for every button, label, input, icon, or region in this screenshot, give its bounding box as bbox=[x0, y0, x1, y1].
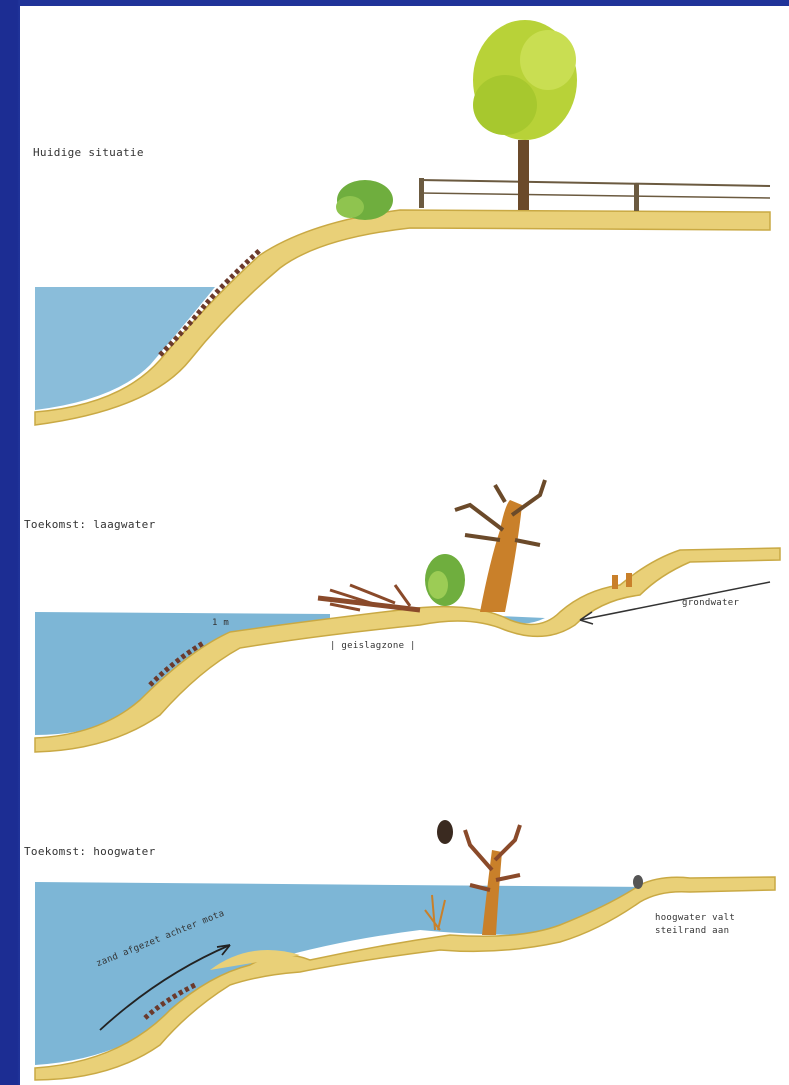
bush-current bbox=[336, 180, 393, 220]
fallen-tree-future-low bbox=[318, 585, 420, 610]
depth-label: 1 m bbox=[212, 618, 229, 628]
panel-title-current: Huidige situatie bbox=[33, 146, 144, 159]
dead-tree-future-low bbox=[455, 480, 545, 612]
bush-future-low bbox=[425, 554, 465, 606]
bank-marker-high bbox=[633, 875, 643, 889]
panel-current bbox=[35, 20, 770, 425]
groundwater-label: grondwater bbox=[682, 598, 739, 608]
fence-current bbox=[419, 178, 770, 211]
zone-label: | geislagzone | bbox=[330, 641, 416, 651]
flood-label-line2: steilrand aan bbox=[655, 926, 729, 936]
water-future-high bbox=[35, 882, 650, 1065]
panel-title-future-low: Toekomst: laagwater bbox=[24, 518, 156, 531]
flood-label-line1: hoogwater valt bbox=[655, 913, 735, 923]
panel-title-future-high: Toekomst: hoogwater bbox=[24, 845, 156, 858]
